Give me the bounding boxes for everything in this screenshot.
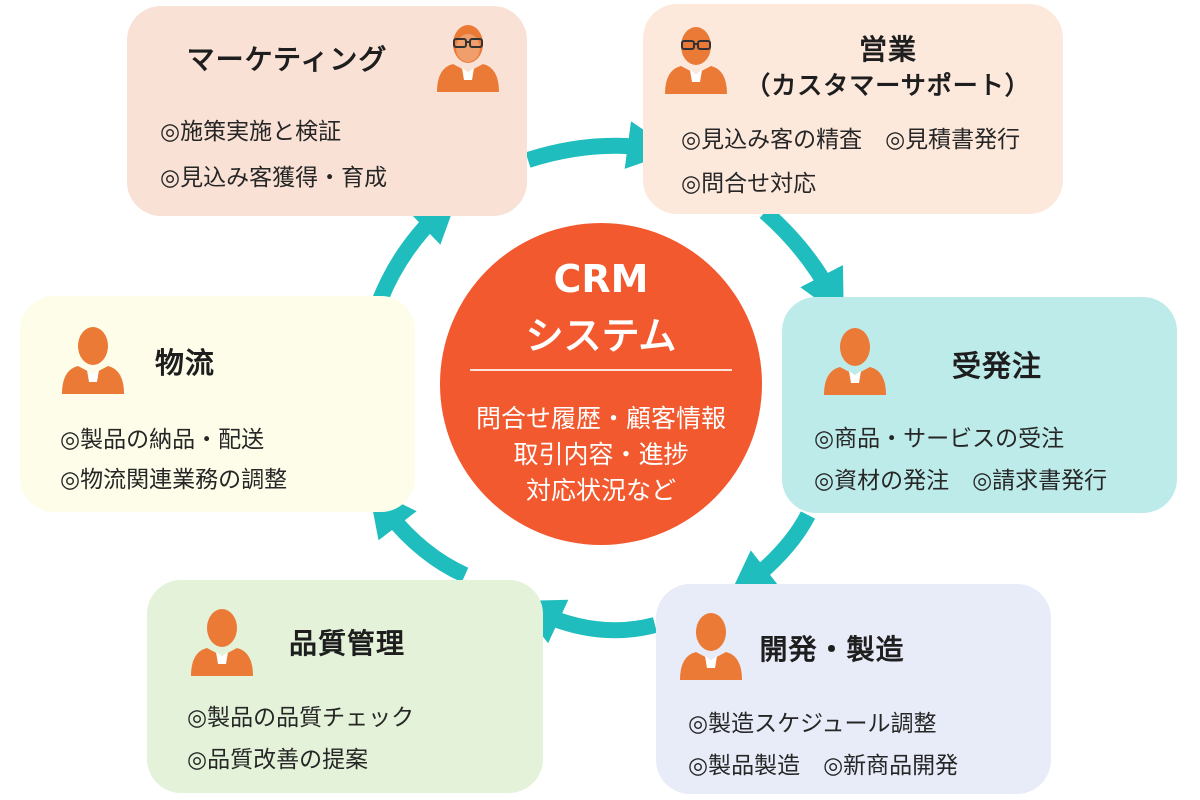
development-title: 開発・製造	[759, 633, 905, 666]
crm-center-circle: CRM システム 問合せ履歴・顧客情報 取引内容・進捗 対応状況など	[440, 223, 762, 545]
sales-item-1: ◎見込み客の精査 ◎見積書発行	[681, 127, 1021, 153]
marketing-box: マーケティング ◎施策実施と検証 ◎見込み客獲得・育成	[127, 6, 527, 216]
logistics-item-1: ◎製品の納品・配送	[60, 427, 265, 453]
quality-title: 品質管理	[288, 627, 405, 660]
person-icon	[191, 609, 253, 676]
person-with-glasses-icon	[665, 27, 727, 94]
orders-box: 受発注 ◎商品・サービスの受注 ◎資材の発注 ◎請求書発行	[782, 297, 1177, 513]
sales-subtitle: （カスタマーサポート）	[745, 71, 1031, 100]
quality-item-2: ◎品質改善の提案	[187, 747, 369, 773]
arrow-quality-to-logistics	[368, 487, 469, 583]
arrow-logistics-to-marketing	[372, 194, 459, 304]
development-item-1: ◎製造スケジュール調整	[688, 711, 937, 737]
arrow-orders-to-development	[727, 511, 816, 599]
person-with-glasses-icon	[437, 25, 499, 92]
logistics-title: 物流	[154, 346, 215, 380]
person-icon	[824, 328, 886, 395]
arrow-sales-to-orders	[759, 206, 844, 319]
logistics-box: 物流 ◎製品の納品・配送 ◎物流関連業務の調整	[20, 296, 415, 512]
arrow-development-to-quality	[514, 599, 658, 644]
sales-item-2: ◎問合せ対応	[681, 171, 817, 197]
sales-title: 営業	[858, 33, 917, 66]
divider	[470, 369, 732, 371]
marketing-item-2: ◎見込み客獲得・育成	[160, 165, 388, 191]
quality-item-1: ◎製品の品質チェック	[187, 705, 415, 731]
orders-title: 受発注	[951, 349, 1042, 383]
person-icon	[680, 613, 742, 680]
marketing-title: マーケティング	[186, 43, 388, 76]
crm-desc-2: 取引内容・進捗	[513, 440, 689, 469]
crm-title: CRM	[553, 257, 649, 301]
orders-item-2: ◎資材の発注 ◎請求書発行	[814, 468, 1108, 494]
quality-box: 品質管理 ◎製品の品質チェック ◎品質改善の提案	[147, 580, 543, 793]
sales-box: 営業 （カスタマーサポート） ◎見込み客の精査 ◎見積書発行 ◎問合せ対応	[643, 4, 1063, 214]
arrow-marketing-to-sales	[525, 121, 676, 169]
crm-desc-3: 対応状況など	[525, 476, 676, 505]
orders-item-1: ◎商品・サービスの受注	[814, 426, 1065, 452]
marketing-item-1: ◎施策実施と検証	[160, 119, 342, 145]
crm-desc-1: 問合せ履歴・顧客情報	[475, 404, 726, 433]
development-box: 開発・製造 ◎製造スケジュール調整 ◎製品製造 ◎新商品開発	[656, 584, 1051, 794]
development-item-2: ◎製品製造 ◎新商品開発	[688, 753, 959, 779]
person-icon	[62, 327, 124, 394]
crm-subtitle: システム	[525, 314, 677, 358]
logistics-item-2: ◎物流関連業務の調整	[60, 467, 288, 493]
